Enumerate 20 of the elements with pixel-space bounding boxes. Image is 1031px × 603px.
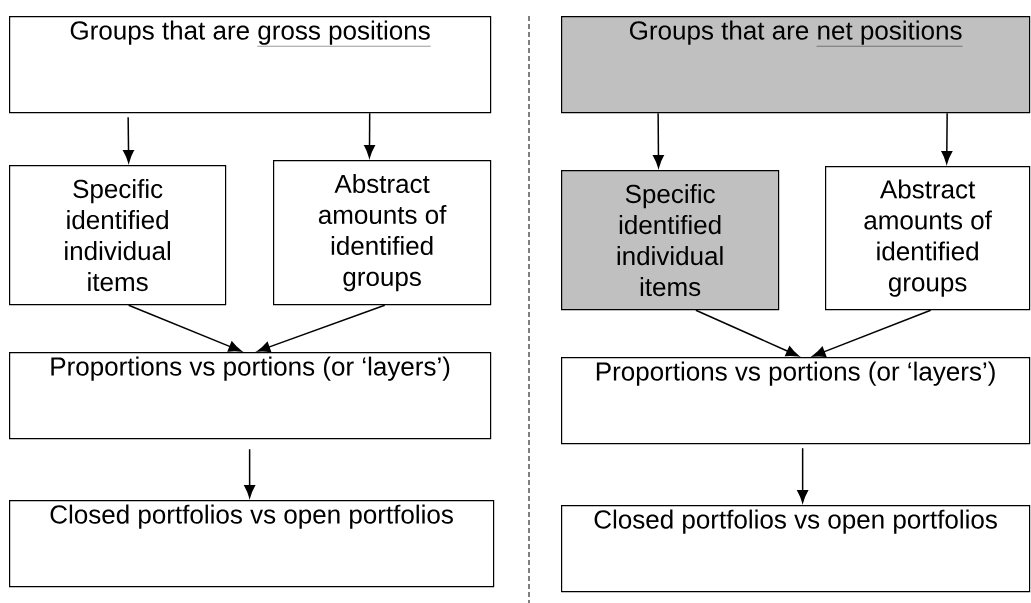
concept-box: Proportions vs portions (or ‘layers’): [561, 357, 1031, 445]
concept-box: Closed portfolios vs open portfolios: [9, 500, 495, 588]
heading-box: Groups that are gross positions: [9, 16, 492, 114]
arrow: [797, 447, 809, 503]
concept-box: Specific identified individual items: [561, 170, 780, 311]
arrow: [812, 309, 932, 357]
arrow: [257, 304, 386, 353]
concept-box: Abstract amounts of identified groups: [825, 166, 1031, 311]
arrow: [695, 309, 799, 357]
concept-box: Specific identified individual items: [9, 165, 227, 306]
concept-box: Proportions vs portions (or ‘layers’): [9, 352, 492, 440]
arrow: [244, 448, 256, 498]
arrow: [123, 116, 134, 163]
arrow: [653, 112, 664, 168]
heading-box: Groups that are net positions: [561, 16, 1031, 114]
arrow: [127, 304, 242, 352]
arrow: [364, 112, 375, 158]
arrow: [941, 112, 953, 164]
concept-box: Closed portfolios vs open portfolios: [561, 505, 1031, 593]
concept-box: Abstract amounts of identified groups: [273, 160, 492, 306]
